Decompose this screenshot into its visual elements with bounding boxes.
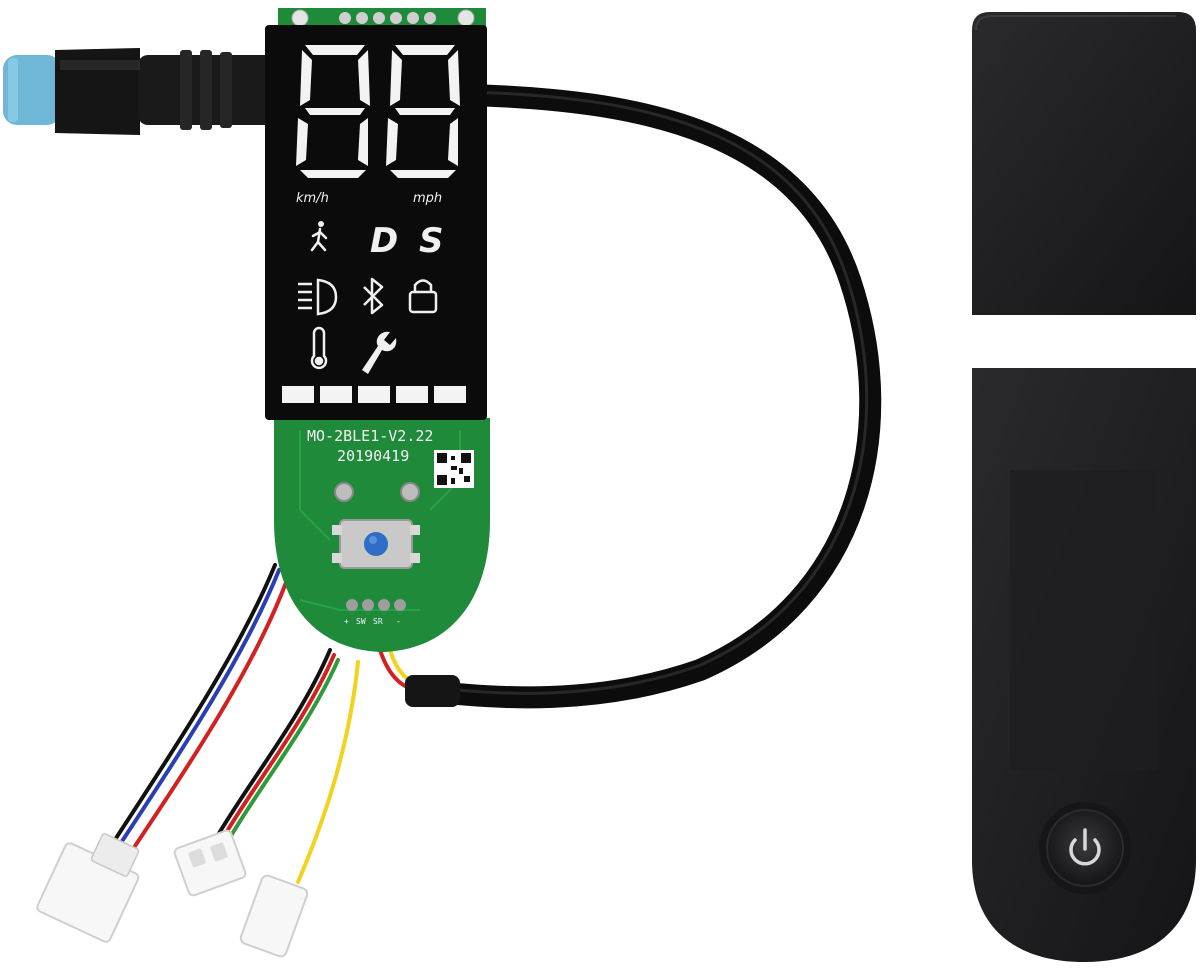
pin-label-1: +: [344, 617, 349, 626]
power-button[interactable]: [332, 519, 420, 569]
plug-left: [36, 833, 140, 943]
battery-segment: [282, 386, 314, 403]
motor-connector: [3, 48, 278, 135]
cover-bottom-piece: [972, 368, 1196, 962]
unit-mph: mph: [413, 191, 442, 206]
mode-s: S: [419, 221, 444, 261]
speed-digit-1: [296, 45, 370, 178]
unit-kmh: km/h: [296, 191, 329, 206]
pin-label-4: -: [396, 617, 401, 626]
pin-label-3: SR: [373, 617, 383, 626]
lcd-display: [265, 25, 487, 420]
wire-harness: [103, 563, 427, 884]
bluetooth-icon: [363, 277, 384, 315]
control-board: km/h mph D S: [265, 8, 490, 652]
battery-segment: [396, 386, 428, 403]
pedestrian-icon: [310, 221, 328, 252]
cover-display-window: [1010, 470, 1158, 770]
battery-segment: [358, 386, 390, 403]
power-icon: [1069, 828, 1101, 866]
cable-sleeve: [405, 675, 460, 707]
pcb-date: 20190419: [337, 447, 409, 465]
pcb-model: MO-2BLE1-V2.22: [307, 427, 433, 445]
header-pins-top: [291, 9, 475, 27]
led-pad-left: [334, 482, 354, 502]
cover-top-piece: [972, 12, 1196, 315]
qr-code: [434, 450, 474, 488]
main-cable: [409, 84, 882, 709]
plug-bottom: [239, 874, 309, 958]
led-pad-right: [400, 482, 420, 502]
lock-icon: [408, 279, 438, 314]
thermometer-icon: [310, 326, 328, 370]
headlight-icon: [298, 278, 338, 316]
pin-row-bottom: [346, 599, 406, 611]
plug-middle: [173, 829, 247, 897]
pin-label-2: SW: [356, 617, 366, 626]
battery-segment: [434, 386, 466, 403]
battery-segment: [320, 386, 352, 403]
battery-bar: [282, 386, 466, 403]
mode-d: D: [370, 221, 398, 261]
wrench-icon: [362, 331, 397, 374]
speed-digit-2: [386, 45, 460, 178]
